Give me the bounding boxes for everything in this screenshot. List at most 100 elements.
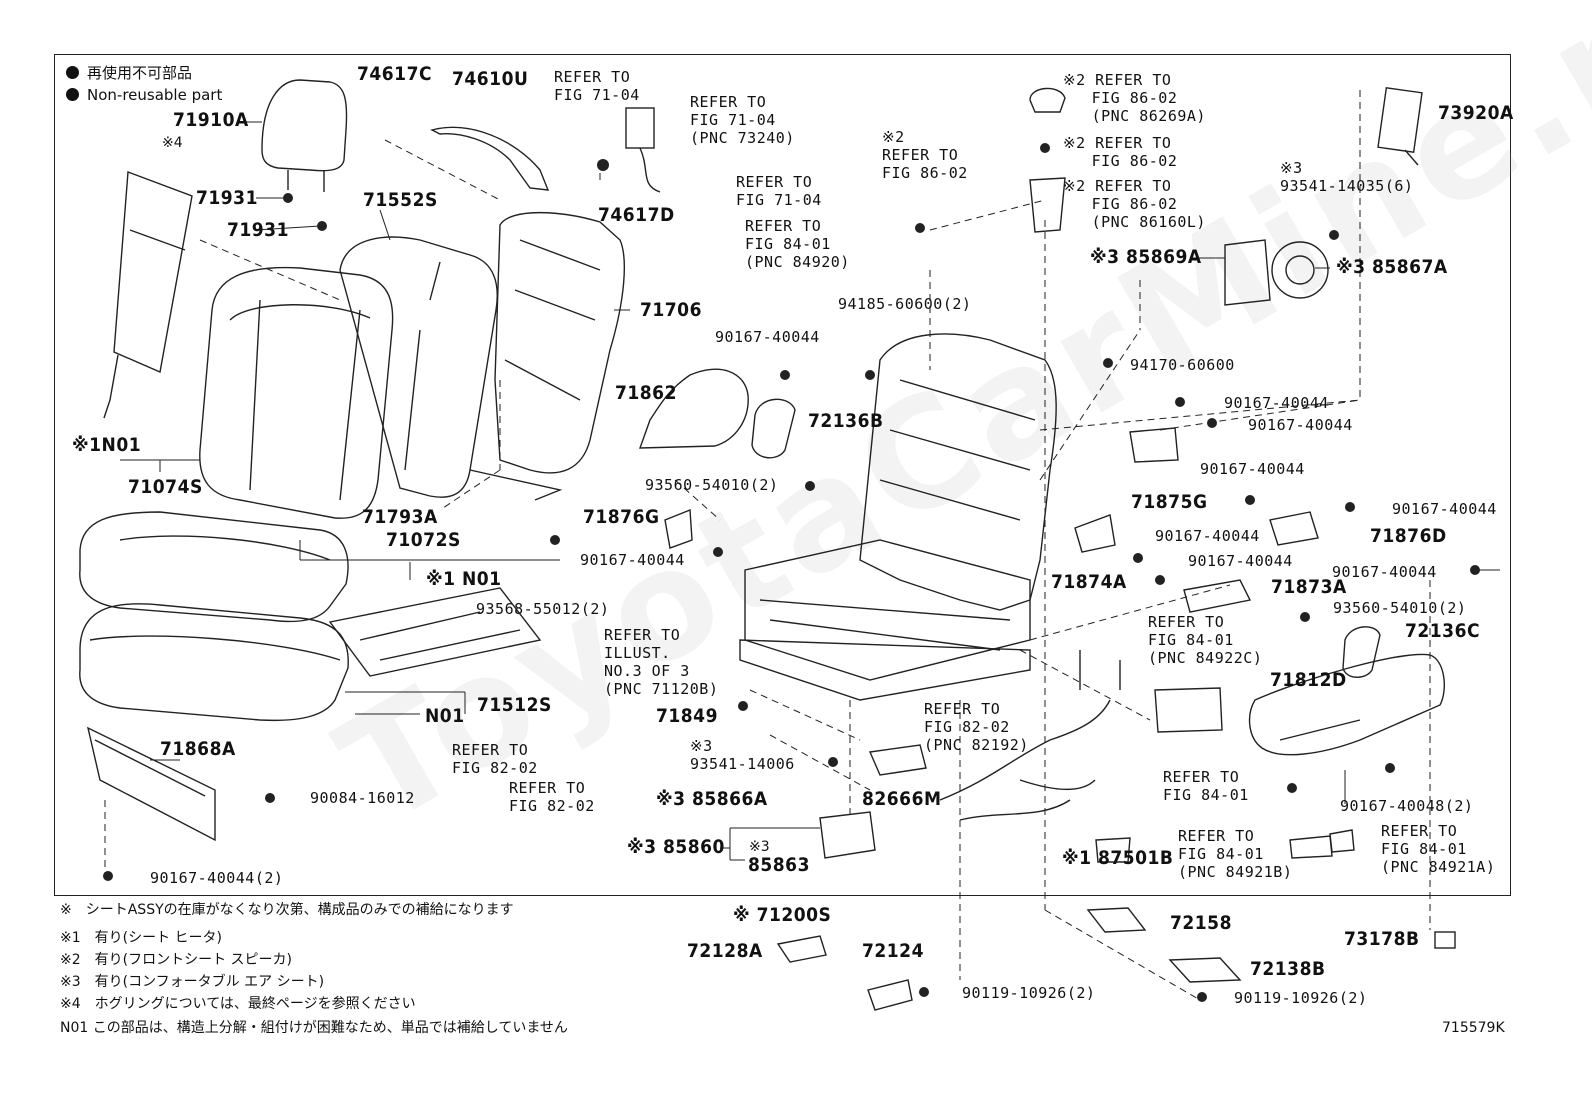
small-parts-drawing xyxy=(664,87,1456,1011)
blower-drawing xyxy=(1224,239,1329,306)
knob-c-drawing xyxy=(1342,626,1381,678)
part-71552S[interactable]: 71552S xyxy=(363,189,438,211)
refer-fig-86-02-pnc-86269A[interactable]: ※2 REFER TO FIG 86-02 (PNC 86269A) xyxy=(1063,71,1206,125)
footnote-N01: N01 この部品は、構造上分解・組付けが困難なため、単品では補給していません xyxy=(60,1020,568,1036)
part-71200S[interactable]: ※ 71200S xyxy=(733,904,832,926)
diagram-id: 715579K xyxy=(1442,1020,1505,1036)
refer-fig-86-02-a[interactable]: ※2 REFER TO FIG 86-02 xyxy=(882,128,968,182)
part-90167-40044-i[interactable]: 90167-40044 xyxy=(1188,552,1293,570)
part-85869A[interactable]: ※3 85869A xyxy=(1090,246,1202,268)
diagram-frame xyxy=(54,54,1511,896)
part-71512S[interactable]: 71512S xyxy=(477,694,552,716)
part-90119-10926-b[interactable]: 90119-10926(2) xyxy=(1234,989,1368,1007)
part-90084-16012[interactable]: 90084-16012 xyxy=(310,789,415,807)
part-90167-40048[interactable]: 90167-40048(2) xyxy=(1340,797,1474,815)
part-90167-40044-g[interactable]: 90167-40044 xyxy=(1392,500,1497,518)
part-94170-60600[interactable]: 94170-60600 xyxy=(1130,356,1235,374)
part-N01-c[interactable]: N01 xyxy=(425,705,465,727)
part-71931-a[interactable]: 71931 xyxy=(196,187,258,209)
part-N01-a[interactable]: ※1N01 xyxy=(72,434,142,456)
part-85867A[interactable]: ※3 85867A xyxy=(1336,256,1448,278)
refer-illust-no3[interactable]: REFER TO ILLUST. NO.3 OF 3 (PNC 71120B) xyxy=(604,626,719,698)
part-90167-40044-d[interactable]: 90167-40044 xyxy=(1224,394,1329,412)
refer-fig-86-02-pnc-86160L[interactable]: ※2 REFER TO FIG 86-02 (PNC 86160L) xyxy=(1063,177,1206,231)
seatback-board-drawing xyxy=(103,171,193,419)
part-71876G[interactable]: 71876G xyxy=(583,506,660,528)
part-82666M[interactable]: 82666M xyxy=(862,788,942,810)
refer-fig-84-01-pnc-84921B[interactable]: REFER TO FIG 84-01 (PNC 84921B) xyxy=(1178,827,1293,881)
part-90167-40044-e[interactable]: 90167-40044 xyxy=(1248,416,1353,434)
assist-grip-drawing xyxy=(430,126,550,191)
part-72136C[interactable]: 72136C xyxy=(1405,620,1481,642)
non-reusable-dot-icon xyxy=(66,88,79,101)
refer-fig-71-04-b[interactable]: REFER TO FIG 71-04 xyxy=(736,173,822,209)
part-90119-10926-a[interactable]: 90119-10926(2) xyxy=(962,984,1096,1002)
refer-fig-71-04-pnc-73240[interactable]: REFER TO FIG 71-04 (PNC 73240) xyxy=(690,93,795,147)
part-85860[interactable]: ※3 85860 xyxy=(627,836,725,858)
seat-cushion-cover-drawing xyxy=(79,511,349,623)
part-72124[interactable]: 72124 xyxy=(862,940,924,962)
legend-jp: 再使用不可部品 xyxy=(66,62,192,83)
part-90167-40044-h[interactable]: 90167-40044 xyxy=(1155,527,1260,545)
part-72138B[interactable]: 72138B xyxy=(1250,958,1326,980)
part-73178B[interactable]: 73178B xyxy=(1344,928,1420,950)
part-72136B[interactable]: 72136B xyxy=(808,410,884,432)
refer-fig-86-02-b[interactable]: ※2 REFER TO FIG 86-02 xyxy=(1063,134,1178,170)
part-71910A[interactable]: 71910A xyxy=(173,109,249,131)
seatback-cover-drawing xyxy=(199,266,394,519)
part-90167-40044-a[interactable]: 90167-40044 xyxy=(715,328,820,346)
part-72128A[interactable]: 72128A xyxy=(687,940,763,962)
part-71868A[interactable]: 71868A xyxy=(160,738,236,760)
part-71874A[interactable]: 71874A xyxy=(1051,571,1127,593)
part-90167-40044-c[interactable]: 90167-40044(2) xyxy=(150,869,284,887)
refer-fig-82-02-a[interactable]: REFER TO FIG 82-02 xyxy=(452,741,538,777)
refer-fig-84-01-pnc-84920[interactable]: REFER TO FIG 84-01 (PNC 84920) xyxy=(745,217,850,271)
leader-lines xyxy=(120,121,1500,861)
part-71876D[interactable]: 71876D xyxy=(1370,525,1447,547)
part-74610U[interactable]: 74610U xyxy=(452,68,529,90)
part-72158[interactable]: 72158 xyxy=(1170,912,1232,934)
refer-fig-82-02-pnc-82192[interactable]: REFER TO FIG 82-02 (PNC 82192) xyxy=(924,700,1029,754)
part-71862[interactable]: 71862 xyxy=(615,382,677,404)
refer-fig-82-02-b[interactable]: REFER TO FIG 82-02 xyxy=(509,779,595,815)
cushion-shield-drawing xyxy=(86,726,216,842)
dashed-guide-lines xyxy=(104,90,1431,1001)
part-87501B[interactable]: ※1 87501B xyxy=(1062,847,1174,869)
part-90167-40044-j[interactable]: 90167-40044 xyxy=(1332,563,1437,581)
part-74617C[interactable]: 74617C xyxy=(357,63,433,85)
part-N01-b[interactable]: ※1 N01 xyxy=(426,568,502,590)
part-90167-40044-f[interactable]: 90167-40044 xyxy=(1200,460,1305,478)
part-71812D[interactable]: 71812D xyxy=(1270,669,1347,691)
part-71931-b[interactable]: 71931 xyxy=(227,219,289,241)
part-74617D[interactable]: 74617D xyxy=(598,204,675,226)
refer-fig-71-04-a[interactable]: REFER TO FIG 71-04 xyxy=(554,68,640,104)
part-93541-14006[interactable]: ※3 93541-14006 xyxy=(690,737,795,773)
part-93568-55012[interactable]: 93568-55012(2) xyxy=(476,600,610,618)
recliner-cover-drawing xyxy=(638,368,749,449)
part-93541-14035[interactable]: ※3 93541-14035(6) xyxy=(1280,159,1414,195)
part-71074S[interactable]: 71074S xyxy=(128,476,203,498)
part-71849[interactable]: 71849 xyxy=(656,705,718,727)
part-73920A[interactable]: 73920A xyxy=(1438,102,1514,124)
seat-cushion-pad-drawing xyxy=(79,603,349,722)
part-85866A[interactable]: ※3 85866A xyxy=(656,788,768,810)
legend-en: Non-reusable part xyxy=(66,86,222,104)
part-85863[interactable]: 85863 xyxy=(748,854,810,876)
footnote-4: ※4 ホグリングについては、最終ページを参照ください xyxy=(60,996,416,1012)
note-3-85863: ※3 xyxy=(749,839,770,855)
part-71072S[interactable]: 71072S xyxy=(386,529,461,551)
refer-fig-84-01-a[interactable]: REFER TO FIG 84-01 xyxy=(1163,768,1249,804)
part-93560-54010-b[interactable]: 93560-54010(2) xyxy=(1333,599,1467,617)
part-90167-40044-b[interactable]: 90167-40044 xyxy=(580,551,685,569)
footnote-assy: ※ シートASSYの在庫がなくなり次第、構成品のみでの補給になります xyxy=(60,902,514,918)
part-71873A[interactable]: 71873A xyxy=(1271,576,1347,598)
refer-fig-84-01-pnc-84922C[interactable]: REFER TO FIG 84-01 (PNC 84922C) xyxy=(1148,613,1263,667)
part-93560-54010-a[interactable]: 93560-54010(2) xyxy=(645,476,779,494)
part-71706[interactable]: 71706 xyxy=(640,299,702,321)
refer-fig-84-01-pnc-84921A[interactable]: REFER TO FIG 84-01 (PNC 84921A) xyxy=(1381,822,1496,876)
part-94185-60600[interactable]: 94185-60600(2) xyxy=(838,295,972,313)
part-71875G[interactable]: 71875G xyxy=(1131,491,1208,513)
footnote-2: ※2 有り(フロントシート スピーカ) xyxy=(60,952,293,968)
part-71793A[interactable]: 71793A xyxy=(362,506,438,528)
